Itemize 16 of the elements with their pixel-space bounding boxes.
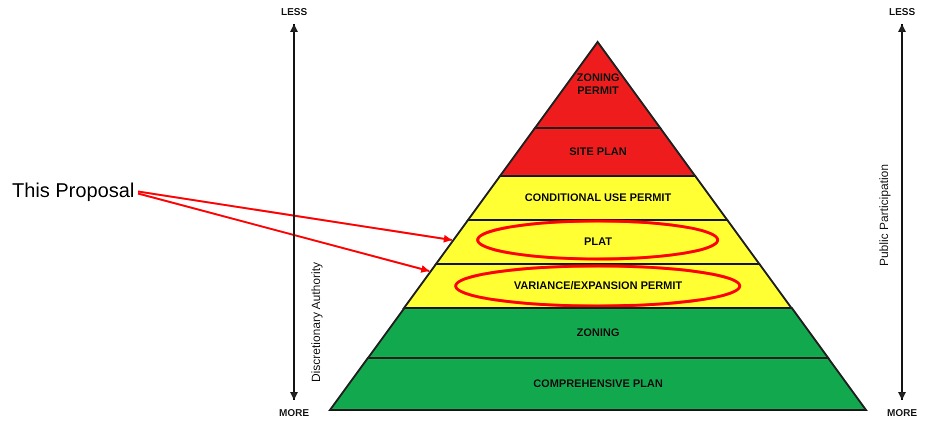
arrow: [138, 190, 452, 243]
tier-label: CONDITIONAL USE PERMIT: [524, 192, 672, 204]
axis-end-label: LESS: [889, 6, 916, 18]
tier-label: ZONING PERMIT: [576, 72, 620, 98]
axis-end-label: MORE: [887, 408, 917, 418]
axis-title: Discretionary Authority: [309, 262, 324, 382]
tier-label: SITE PLAN: [568, 146, 628, 158]
axis-end-label: LESS: [281, 6, 308, 18]
tier-label: COMPREHENSIVE PLAN: [532, 378, 664, 390]
callout-text: This Proposal: [12, 180, 134, 203]
tier-label: VARIANCE/EXPANSION PERMIT: [512, 280, 684, 292]
tier-label: ZONING: [576, 326, 620, 340]
tier-label: PLAT: [583, 236, 613, 248]
axis-end-label: MORE: [279, 408, 309, 418]
axis-title: Public Participation: [877, 164, 892, 266]
arrow: [138, 192, 430, 273]
